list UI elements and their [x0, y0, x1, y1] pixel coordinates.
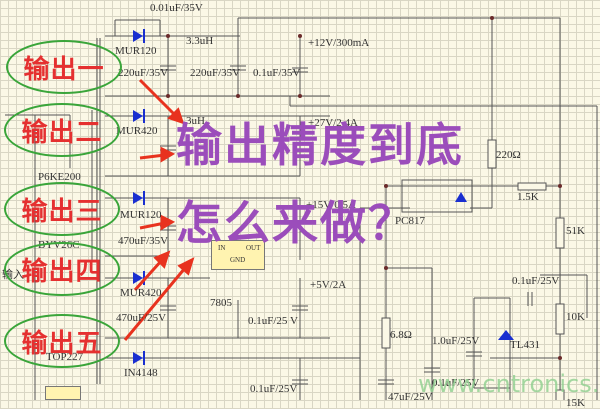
watermark: www.cntronics.com: [418, 370, 600, 398]
output-5v-label: +5V/2A: [310, 279, 347, 291]
snubber-cap-label: 0.01uF/35V: [150, 2, 203, 14]
headline-line1: 输出精度到底: [176, 118, 464, 172]
diode-d5-label: IN4148: [124, 367, 158, 379]
output-bubble-5: 输出五: [4, 314, 120, 368]
optocoupler-label: PC817: [395, 215, 425, 227]
output-bubble-label: 输出二: [21, 117, 103, 148]
reg-in-label: IN: [218, 244, 226, 252]
diode-d4-label: MUR420: [120, 287, 162, 299]
output-bubble-label: 输出五: [21, 328, 103, 359]
cap-c1-label: 220uF/35V: [118, 67, 169, 79]
resistor-6r8-label: 6.8Ω: [390, 329, 412, 341]
diode-d3-label: MUR120: [120, 209, 162, 221]
output-15v-label: +15V/0.5A: [306, 199, 356, 211]
output-12v-label: +12V/300mA: [308, 37, 370, 49]
cap-01-label: 0.1uF/25V: [432, 377, 480, 389]
cap-47-label: 47uF/25V: [388, 391, 433, 403]
output-bubble-1: 输出一: [6, 40, 122, 94]
cap-c5-label: 0.1uF/25 V: [248, 315, 298, 327]
resistor-1k5-label: 1.5K: [517, 191, 539, 203]
cap-c6-label: 0.1uF/25V: [250, 383, 298, 395]
headline-line2: 怎么来做？: [176, 196, 416, 250]
resistor-220-label: 220Ω: [496, 149, 521, 161]
schematic-wires: [5, 16, 598, 400]
controller-top227: [45, 386, 81, 400]
reg-gnd-label: GND: [230, 256, 246, 264]
regulator-label: 7805: [210, 297, 232, 309]
cap-c3-label: 470uF/35V: [118, 235, 169, 247]
output-bubble-label: 输出四: [21, 256, 103, 287]
output-bubble-label: 输出一: [23, 54, 105, 85]
output-27v-label: +27V/2.4A: [308, 117, 358, 129]
regulator-7805: IN OUT GND: [211, 240, 265, 270]
output-bubble-4: 输出四: [4, 242, 120, 296]
reg-out-label: OUT: [246, 244, 261, 252]
inductor-l1-label: 3.3uH: [186, 35, 214, 47]
diode-d2-label: MUR420: [116, 125, 158, 137]
cap-1u-label: 1.0uF/25V: [432, 335, 480, 347]
cap-tl-label: 0.1uF/25V: [512, 275, 560, 287]
ref-tl431-label: TL431: [510, 339, 540, 351]
cap-c1c-label: 0.1uF/35V: [253, 67, 301, 79]
resistor-51k-label: 51K: [566, 225, 585, 237]
output-bubble-3: 输出三: [4, 182, 120, 236]
output-bubble-label: 输出三: [21, 196, 103, 227]
tvs-label: P6KE200: [38, 171, 81, 183]
diode-d1-label: MUR120: [115, 45, 157, 57]
cap-c4-label: 470uF/25V: [116, 312, 167, 324]
inductor-l2-label: 3uH: [186, 115, 205, 127]
cap-c1b-label: 220uF/35V: [190, 67, 241, 79]
output-bubble-2: 输出二: [4, 103, 120, 157]
resistor-10k-label: 10K: [566, 311, 585, 323]
